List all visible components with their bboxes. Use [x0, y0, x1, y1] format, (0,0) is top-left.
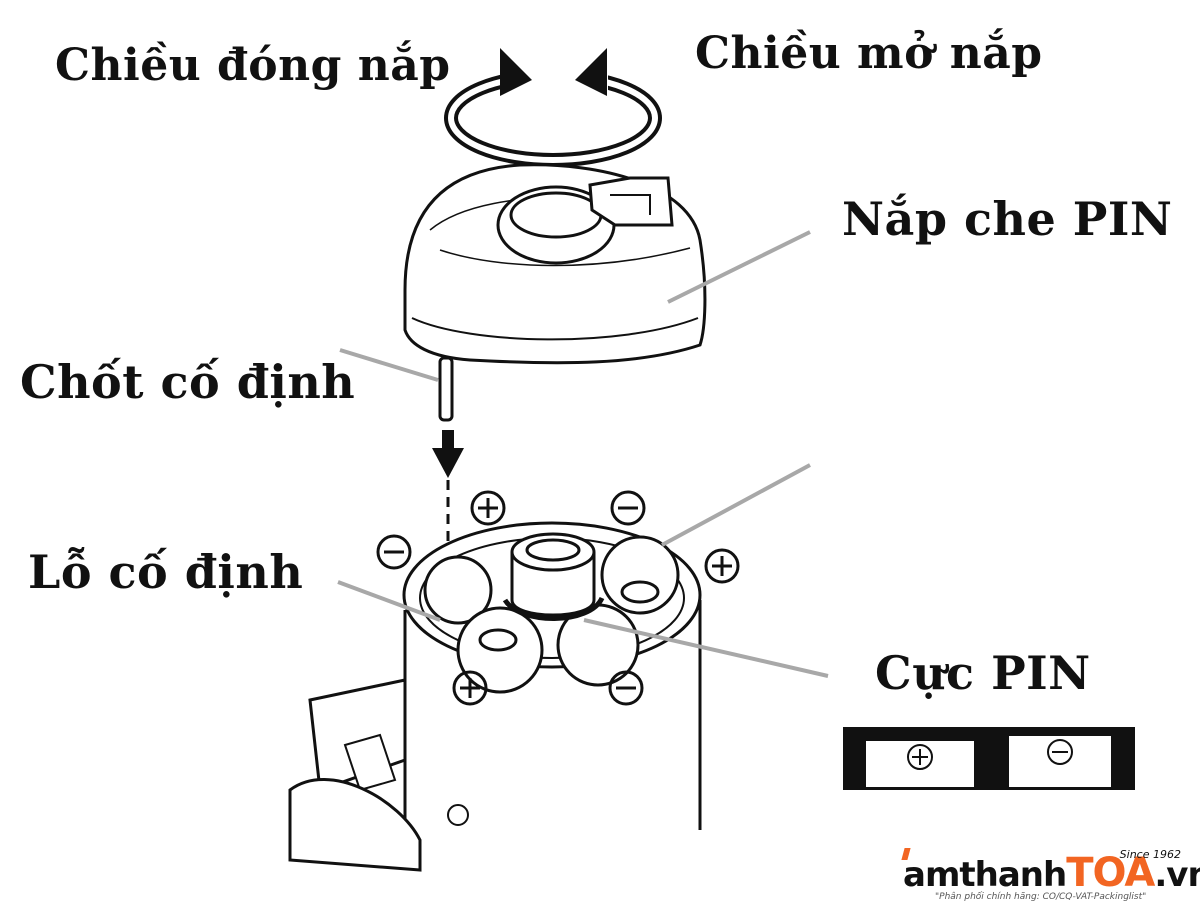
rotation-arrows-icon — [444, 48, 662, 167]
battery-pole-strip-icon — [843, 727, 1135, 790]
fixing-pin-icon — [438, 356, 454, 422]
open-direction-label: Chiều mở nắp — [695, 28, 1043, 79]
logo-wordmark: amthanhTOA.vn — [903, 850, 1200, 896]
close-direction-label: Chiều đóng nắp — [55, 40, 451, 91]
amthanhtoa-logo: amthanhTOA.vn Since 1962 "Phân phối chín… — [901, 848, 1200, 908]
logo-tagline: "Phân phối chính hãng: CO/CQ-VAT-Packing… — [935, 892, 1147, 902]
battery-cover-icon — [403, 163, 707, 365]
fixing-pin-label: Chốt cố định — [20, 355, 356, 409]
polarity-symbols — [376, 490, 740, 706]
callout-lines — [337, 230, 829, 678]
logo-since: Since 1962 — [1119, 848, 1181, 861]
battery-cover-label: Nắp che PIN — [842, 192, 1173, 246]
fixing-hole-label: Lỗ cố định — [28, 545, 304, 599]
battery-poles-label: Cực PIN — [875, 646, 1091, 700]
